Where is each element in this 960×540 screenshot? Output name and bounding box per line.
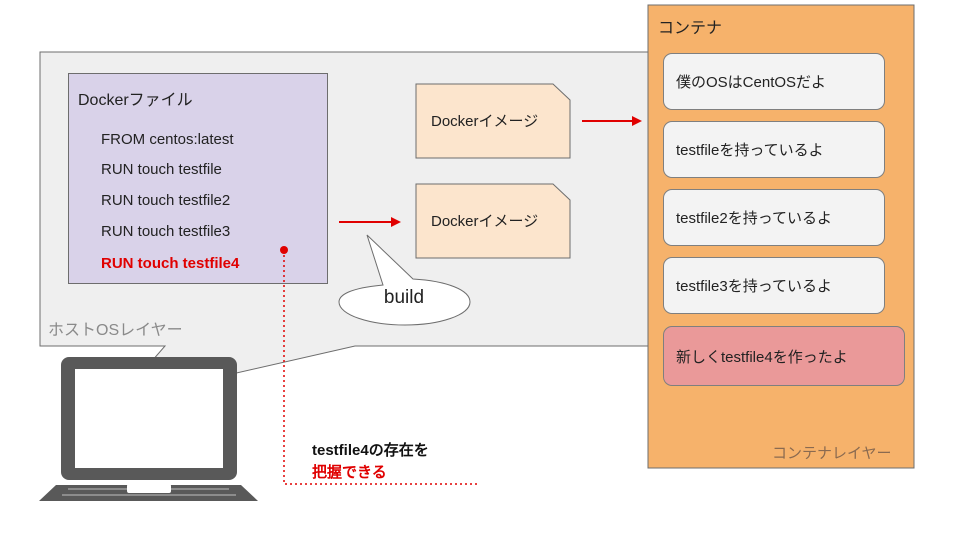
container-bubble-new: 新しくtestfile4を作ったよ xyxy=(663,326,905,386)
dockerfile-line: RUN touch testfile2 xyxy=(101,192,231,209)
build-label: build xyxy=(383,287,425,308)
dockerfile-line: FROM centos:latest xyxy=(101,131,234,148)
container-bubble: testfileを持っているよ xyxy=(663,121,885,178)
container-layer-label: コンテナレイヤー xyxy=(772,445,892,462)
note-line-2: 把握できる xyxy=(312,464,387,481)
dockerfile-line: RUN touch testfile3 xyxy=(101,223,231,240)
container-bubble: testfile2を持っているよ xyxy=(663,189,885,246)
laptop-icon xyxy=(39,357,258,501)
container-bubble: 僕のOSはCentOSだよ xyxy=(663,53,885,110)
docker-image-2-shape xyxy=(415,183,571,259)
container-title: コンテナ xyxy=(658,20,723,37)
dockerfile-title: Dockerファイル xyxy=(78,92,193,109)
docker-image-1-shape xyxy=(415,83,571,159)
note-line-1: testfile4の存在を xyxy=(312,442,429,459)
dockerfile-line: RUN touch testfile xyxy=(101,161,222,178)
docker-image-label: Dockerイメージ xyxy=(431,213,539,230)
docker-image-label: Dockerイメージ xyxy=(431,113,539,130)
host-os-layer-label: ホストOSレイヤー xyxy=(48,322,183,339)
container-bubble: testfile3を持っているよ xyxy=(663,257,885,314)
dockerfile-line-highlighted: RUN touch testfile4 xyxy=(101,255,240,272)
